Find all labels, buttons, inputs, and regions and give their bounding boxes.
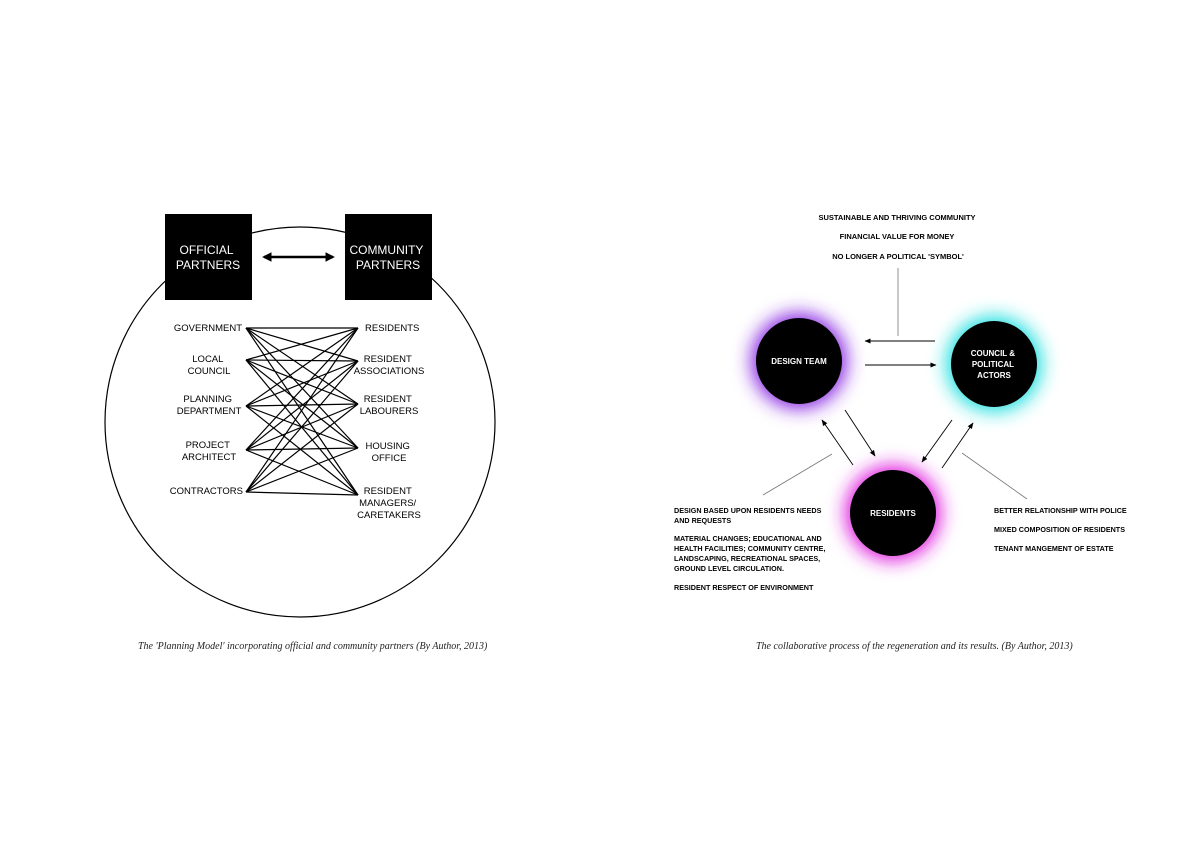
arrow-residents-to-design [821, 419, 854, 466]
top-outcome-2: FINANCIAL VALUE FOR MONEY [840, 232, 955, 241]
community-line-2: PARTNERS [356, 258, 420, 272]
community-item-resident-labourers: RESIDENT LABOURERS [360, 394, 419, 417]
connection-line [245, 359, 359, 449]
top-outcome-3: NO LONGER A POLITICAL 'SYMBOL' [832, 252, 964, 261]
connection-line [245, 327, 359, 493]
council-node [951, 321, 1037, 407]
community-item-resident-associations: RESIDENT ASSOCIATIONS [354, 354, 425, 377]
design-team-node [756, 318, 842, 404]
left-outcomes-list: DESIGN BASED UPON RESIDENTS NEEDS AND RE… [674, 506, 827, 592]
official-item-contractors: CONTRACTORS [170, 486, 243, 497]
planning-model-diagram: OFFICIAL PARTNERS COMMUNITY PARTNERS GOV… [104, 214, 496, 618]
connection-line [245, 491, 359, 496]
left-outcomes-leader-line [762, 453, 833, 496]
residents-label: RESIDENTS [870, 509, 916, 518]
community-partners-box [345, 214, 432, 300]
arrow-council-to-residents [921, 419, 953, 463]
right-outcomes-leader-line [961, 452, 1028, 500]
community-partners-label: COMMUNITY PARTNERS [349, 243, 426, 272]
connection-line [245, 403, 359, 493]
connection-line [245, 359, 359, 405]
official-partners-box [165, 214, 252, 300]
connection-line [245, 360, 359, 407]
connection-line [245, 327, 359, 405]
council-label: COUNCIL & POLITICAL ACTORS [971, 349, 1018, 380]
left-caption: The 'Planning Model' incorporating offic… [138, 641, 488, 652]
connection-line [245, 360, 359, 451]
connection-line [245, 405, 359, 496]
community-partners-list: RESIDENTS RESIDENT ASSOCIATIONS RESIDENT… [354, 323, 425, 521]
official-item-government: GOVERNMENT [174, 323, 242, 334]
connection-line [245, 449, 359, 496]
arrow-residents-to-council [941, 422, 974, 469]
connection-line [245, 327, 359, 361]
top-outcome-1: SUSTAINABLE AND THRIVING COMMUNITY [818, 213, 975, 222]
right-caption: The collaborative process of the regener… [756, 641, 1073, 652]
connection-web [245, 327, 359, 496]
official-line-1: OFFICIAL [180, 243, 234, 257]
connection-line [245, 360, 359, 493]
connection-line [245, 359, 359, 362]
community-item-housing-office: HOUSING OFFICE [366, 441, 413, 464]
residents-node [850, 470, 936, 556]
process-arrows [821, 338, 974, 469]
connection-line [245, 327, 359, 451]
official-item-planning-department: PLANNING DEPARTMENT [177, 394, 242, 417]
connection-line [245, 327, 359, 496]
connection-line [245, 447, 359, 451]
connection-line [245, 447, 359, 493]
community-item-resident-managers: RESIDENT MANAGERS/ CARETAKERS [357, 486, 421, 521]
connection-line [245, 327, 359, 449]
community-item-residents: RESIDENTS [365, 323, 419, 334]
official-partners-label: OFFICIAL PARTNERS [176, 243, 240, 272]
collaborative-process-diagram: SUSTAINABLE AND THRIVING COMMUNITY FINAN… [674, 213, 1129, 592]
right-outcomes-list: BETTER RELATIONSHIP WITH POLICE MIXED CO… [994, 506, 1129, 553]
community-line-1: COMMUNITY [349, 243, 423, 257]
arrow-design-to-residents [844, 409, 876, 457]
official-line-2: PARTNERS [176, 258, 240, 272]
official-partners-list: GOVERNMENT LOCAL COUNCIL PLANNING DEPART… [170, 323, 243, 497]
connection-line [245, 327, 359, 407]
official-item-project-architect: PROJECT ARCHITECT [182, 440, 237, 463]
official-item-local-council: LOCAL COUNCIL [188, 354, 231, 377]
top-outcomes-list: SUSTAINABLE AND THRIVING COMMUNITY FINAN… [818, 213, 977, 261]
design-team-label: DESIGN TEAM [771, 357, 827, 366]
planning-model-circle [104, 226, 496, 618]
